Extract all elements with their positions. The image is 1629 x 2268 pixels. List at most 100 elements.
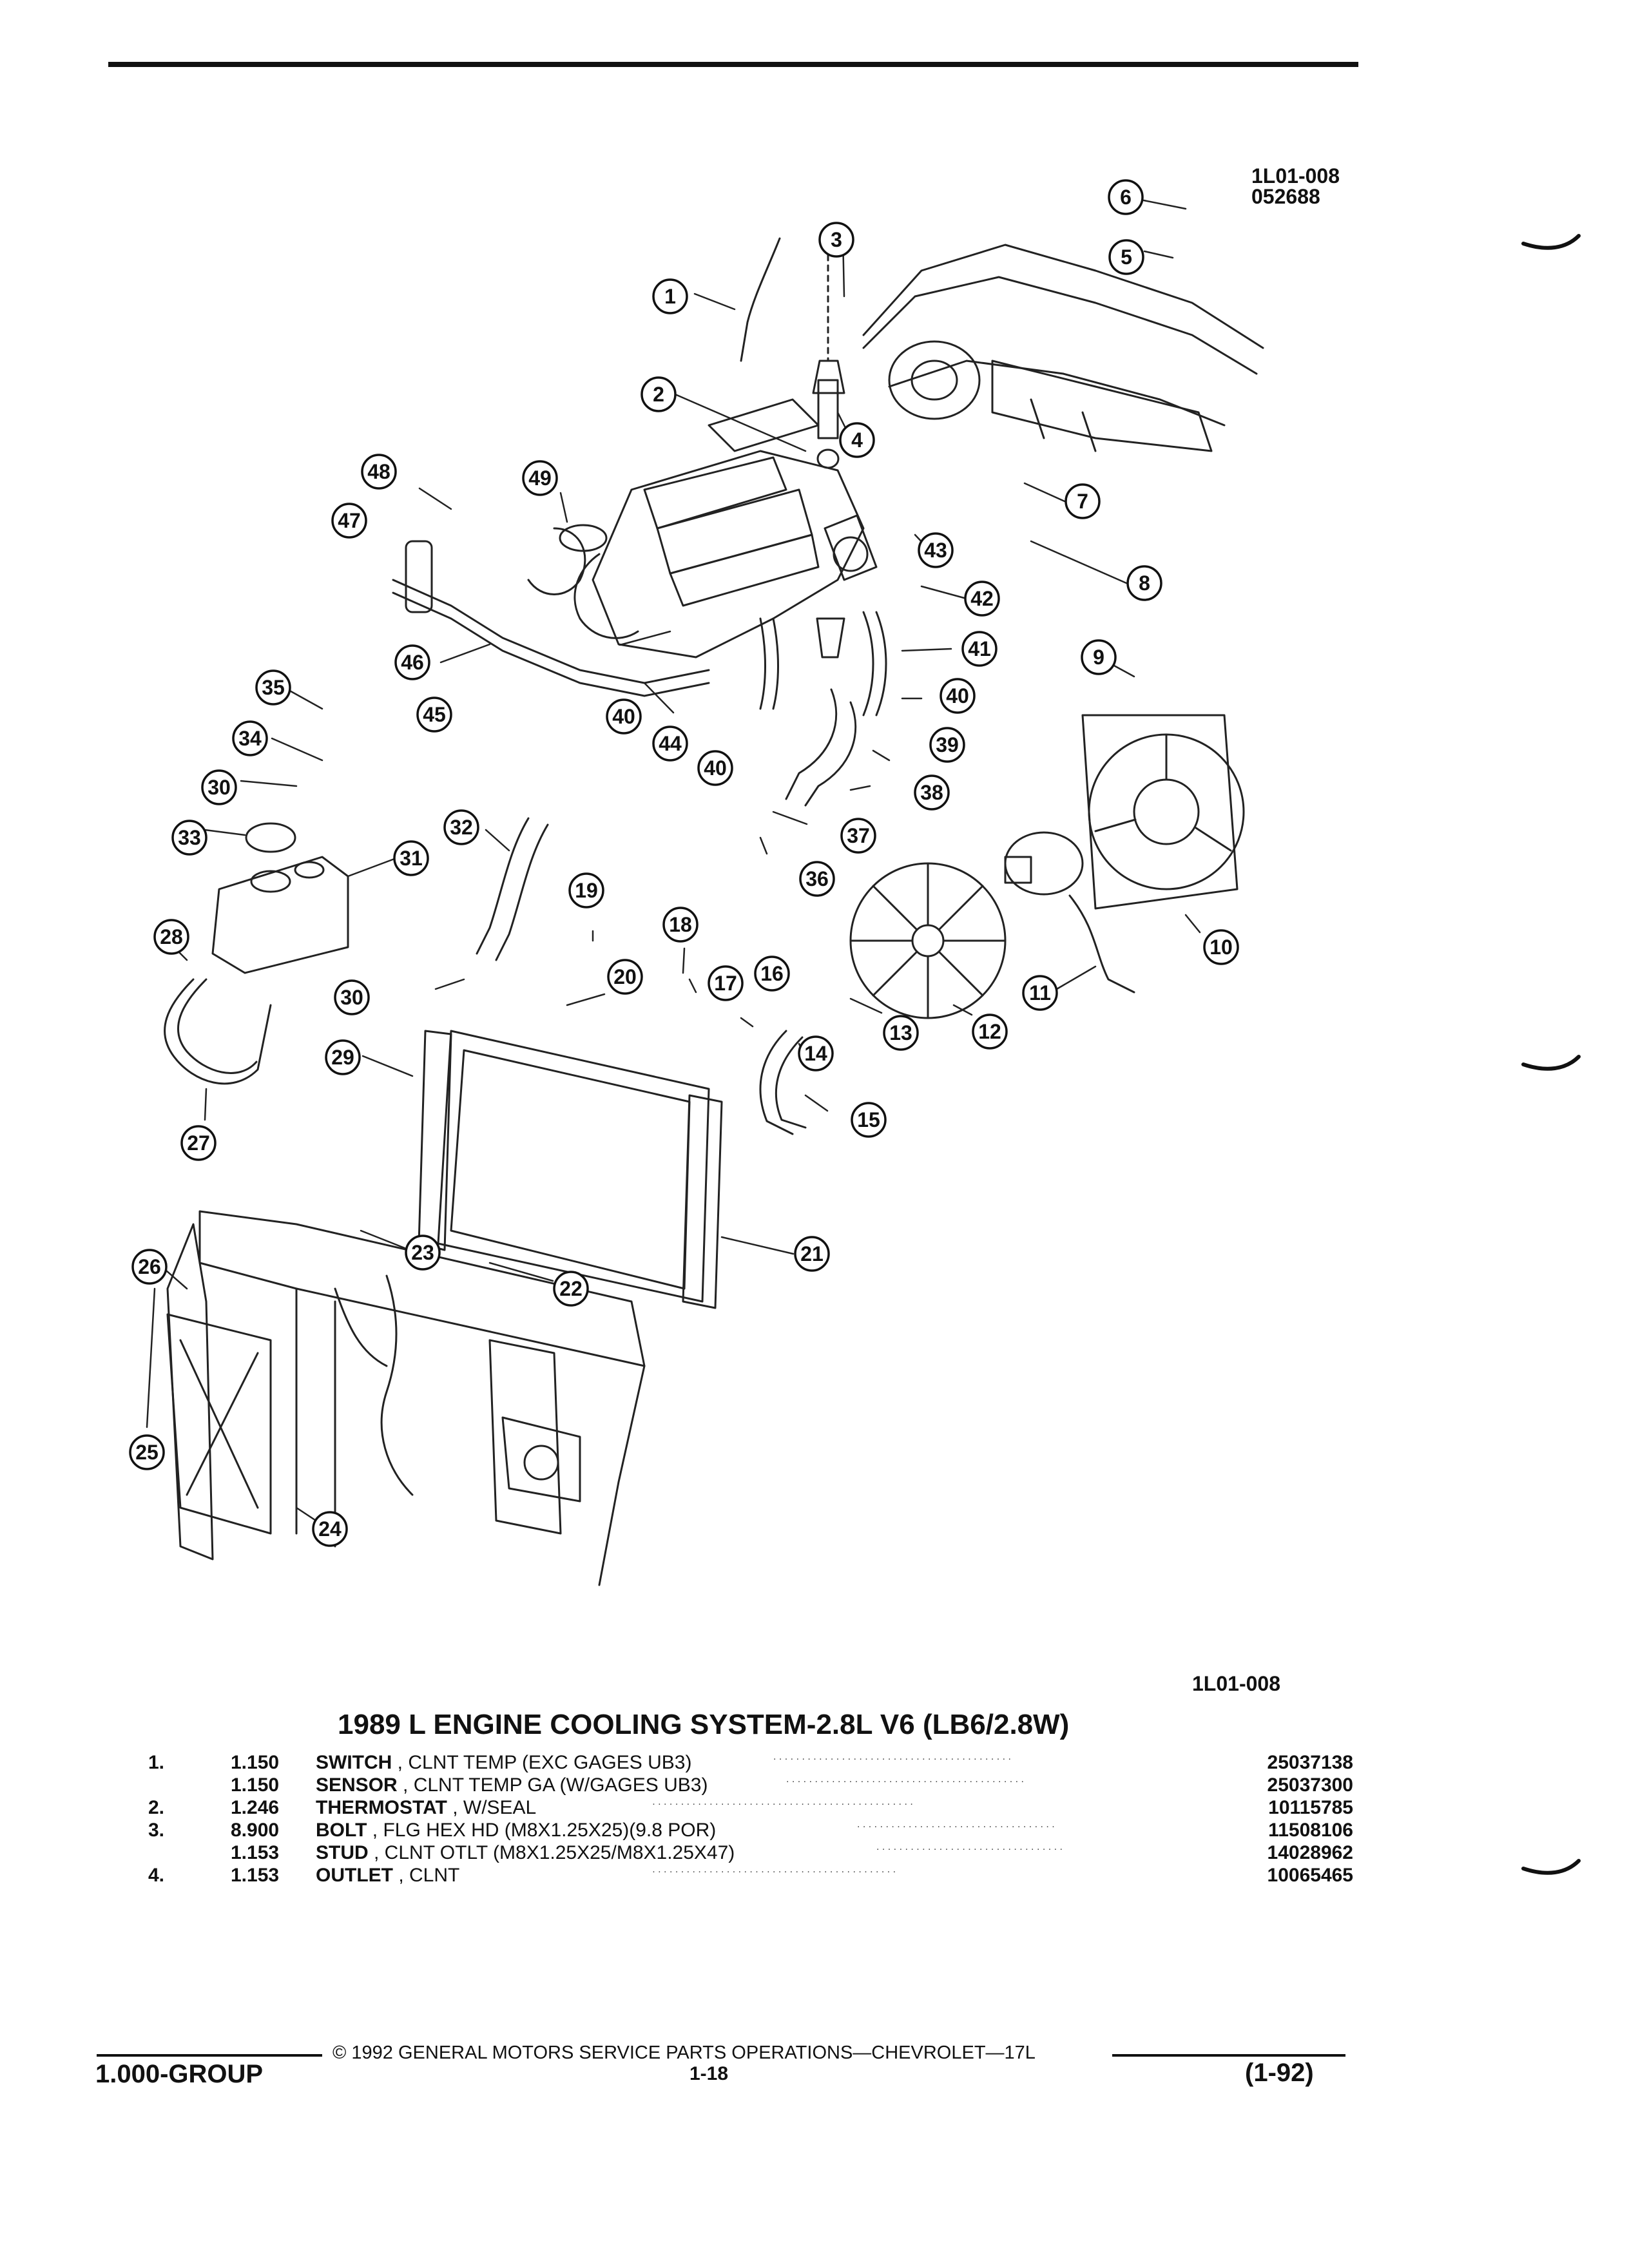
callout-29: 29 (325, 1039, 361, 1075)
engine-block-drawing (574, 398, 878, 658)
svg-text:10: 10 (1210, 936, 1233, 959)
binder-edge-mark-1 (1521, 234, 1581, 250)
item-description: OUTLET , CLNT (316, 1864, 1160, 1887)
footer-rule-left (97, 2054, 322, 2057)
callout-48: 48 (361, 454, 397, 490)
item-description: SWITCH , CLNT TEMP (EXC GAGES UB3) (316, 1751, 1160, 1774)
callout-1: 1 (652, 278, 688, 314)
callout-33: 33 (171, 820, 207, 856)
parts-row: 1.153 STUD , CLNT OTLT (M8X1.25X25/M8X1.… (148, 1841, 1353, 1864)
callout-40-mid: 40 (697, 750, 733, 786)
callout-leader-lines (146, 199, 1201, 1530)
item-description: BOLT , FLG HEX HD (M8X1.25X25)(9.8 POR) (316, 1819, 1160, 1841)
callout-markers: 1 2 3 4 5 6 7 8 9 10 11 12 13 14 15 16 1… (129, 179, 1239, 1547)
svg-text:30: 30 (340, 986, 363, 1009)
callout-16: 16 (754, 956, 790, 992)
svg-text:26: 26 (138, 1255, 161, 1278)
bypass-pipe-drawing (392, 524, 710, 697)
svg-text:45: 45 (423, 703, 446, 726)
callout-23: 23 (405, 1235, 441, 1271)
item-number: 2. (148, 1797, 165, 1818)
svg-text:49: 49 (528, 466, 552, 490)
vehicle-firewall-drawing (862, 244, 1264, 452)
parts-row: 3. 8.900 BOLT , FLG HEX HD (M8X1.25X25)(… (148, 1819, 1353, 1841)
thermostat-housing-drawing (812, 244, 845, 658)
callout-46: 46 (394, 644, 430, 680)
footer-group-label: 1.000-GROUP (95, 2060, 264, 2088)
item-quantity: 8.900 (231, 1820, 280, 1841)
svg-text:34: 34 (238, 727, 262, 750)
figure-id-top: 1L01-008 (1251, 164, 1340, 187)
svg-text:47: 47 (338, 509, 361, 532)
fan-shroud-drawing (1081, 714, 1245, 910)
item-name: BOLT (316, 1820, 367, 1841)
svg-text:6: 6 (1120, 186, 1132, 209)
svg-text:46: 46 (401, 651, 424, 674)
item-detail: , CLNT TEMP (EXC GAGES UB3) (392, 1752, 692, 1773)
item-quantity: 1.150 (231, 1774, 280, 1796)
callout-41: 41 (961, 631, 998, 667)
dot-leader: . . . . . . . . . . . . . . . . . . . . … (651, 1864, 896, 1875)
callout-25: 25 (129, 1434, 165, 1470)
item-quantity: 1.246 (231, 1797, 280, 1818)
item-number: 1. (148, 1752, 165, 1773)
svg-text:36: 36 (805, 867, 829, 890)
callout-17: 17 (708, 965, 744, 1001)
svg-text:43: 43 (924, 539, 947, 562)
svg-text:4: 4 (851, 428, 863, 452)
exploded-parts-diagram: 1 2 3 4 5 6 7 8 9 10 11 12 13 14 15 16 1… (129, 179, 1264, 1586)
callout-38: 38 (914, 774, 950, 811)
part-number: 10065465 (1267, 1865, 1353, 1886)
footer-copyright: © 1992 GENERAL MOTORS SERVICE PARTS OPER… (333, 2042, 1036, 2063)
svg-text:32: 32 (450, 816, 473, 839)
svg-text:9: 9 (1093, 646, 1104, 669)
lower-radiator-hose-drawing (759, 1030, 807, 1135)
svg-text:17: 17 (714, 972, 737, 995)
dot-leader: . . . . . . . . . . . . . . . . . . . . … (857, 1819, 1055, 1830)
dot-leader: . . . . . . . . . . . . . . . . . . . . … (651, 1796, 913, 1807)
svg-text:38: 38 (920, 781, 943, 804)
callout-26: 26 (131, 1249, 168, 1285)
parts-row: 4. 1.153 OUTLET , CLNT 10065465 (148, 1864, 1353, 1887)
svg-text:20: 20 (613, 965, 637, 988)
callout-11: 11 (1022, 975, 1058, 1011)
callout-15: 15 (851, 1102, 887, 1138)
callout-39: 39 (929, 727, 965, 763)
callout-5: 5 (1108, 239, 1144, 275)
section-title: 1989 L ENGINE COOLING SYSTEM-2.8L V6 (LB… (338, 1709, 1070, 1740)
parts-row: 1. 1.150 SWITCH , CLNT TEMP (EXC GAGES U… (148, 1751, 1353, 1774)
part-number: 11508106 (1268, 1820, 1353, 1841)
item-description: SENSOR , CLNT TEMP GA (W/GAGES UB3) (316, 1774, 1160, 1796)
svg-text:5: 5 (1121, 245, 1132, 269)
callout-31: 31 (393, 840, 429, 876)
svg-text:1: 1 (664, 285, 676, 308)
svg-text:21: 21 (800, 1242, 824, 1265)
heater-hose-drawing (759, 611, 887, 807)
callout-35: 35 (255, 669, 291, 706)
footer-page-number: 1-18 (689, 2063, 729, 2084)
svg-text:35: 35 (262, 676, 285, 699)
callout-21: 21 (794, 1236, 830, 1272)
svg-text:48: 48 (367, 460, 390, 483)
callout-2: 2 (641, 376, 677, 412)
svg-text:31: 31 (400, 847, 423, 870)
callout-22: 22 (553, 1271, 589, 1307)
callout-30-lower: 30 (334, 979, 370, 1015)
callout-37: 37 (840, 818, 876, 854)
figure-id-bottom: 1L01-008 (1192, 1672, 1280, 1695)
upper-radiator-hose-drawing (476, 817, 549, 961)
callout-18: 18 (662, 907, 699, 943)
dot-leader: . . . . . . . . . . . . . . . . . . . . … (786, 1774, 1024, 1785)
part-number: 14028962 (1267, 1842, 1353, 1863)
item-name: OUTLET (316, 1865, 393, 1886)
callout-40-right: 40 (940, 678, 976, 714)
svg-text:18: 18 (669, 913, 692, 936)
callout-24: 24 (312, 1511, 348, 1547)
svg-text:25: 25 (135, 1441, 159, 1464)
callout-34: 34 (232, 720, 268, 756)
parts-row: 1.150 SENSOR , CLNT TEMP GA (W/GAGES UB3… (148, 1774, 1353, 1796)
item-name: STUD (316, 1842, 369, 1863)
callout-27: 27 (180, 1125, 217, 1161)
footer-revision: (1-92) (1245, 2059, 1314, 2087)
binder-edge-mark-2 (1521, 1055, 1581, 1071)
